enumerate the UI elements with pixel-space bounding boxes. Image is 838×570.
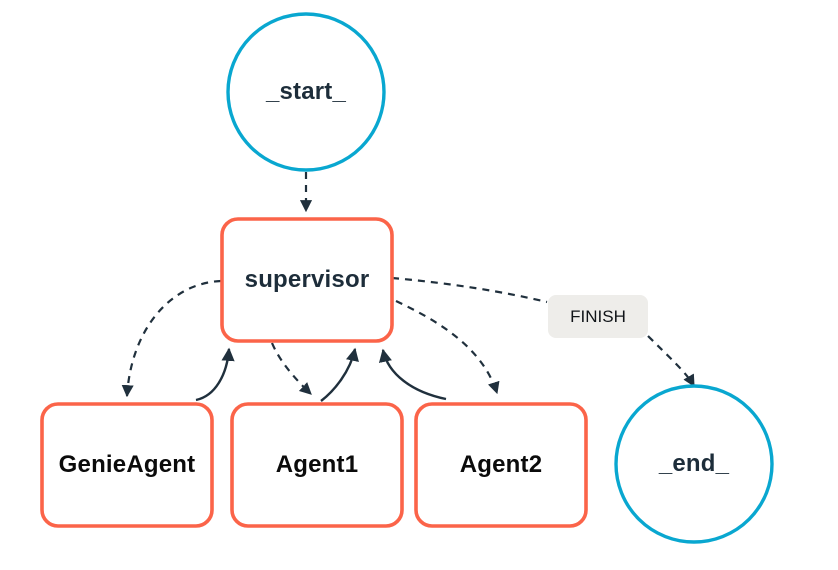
edge-genieagent-to-supervisor — [195, 347, 235, 402]
edge-finish-chip-to-end — [647, 335, 695, 388]
edge-layer — [121, 172, 695, 402]
node-start[interactable] — [226, 12, 386, 172]
node-genie-agent[interactable] — [40, 402, 214, 528]
node-agent1[interactable] — [230, 402, 404, 528]
node-supervisor[interactable] — [220, 217, 394, 343]
edge-supervisor-to-agent1 — [270, 342, 312, 395]
edge-supervisor-to-finish-chip — [391, 276, 548, 304]
edge-supervisor-to-genieagent — [121, 279, 222, 398]
edge-supervisor-to-agent2 — [395, 300, 500, 395]
node-layer — [40, 12, 774, 544]
edge-label-chip-finish — [548, 295, 648, 338]
edge-agent2-to-supervisor — [378, 348, 447, 401]
node-agent2[interactable] — [414, 402, 588, 528]
node-end[interactable] — [614, 384, 774, 544]
edge-agent1-to-supervisor — [320, 347, 359, 402]
